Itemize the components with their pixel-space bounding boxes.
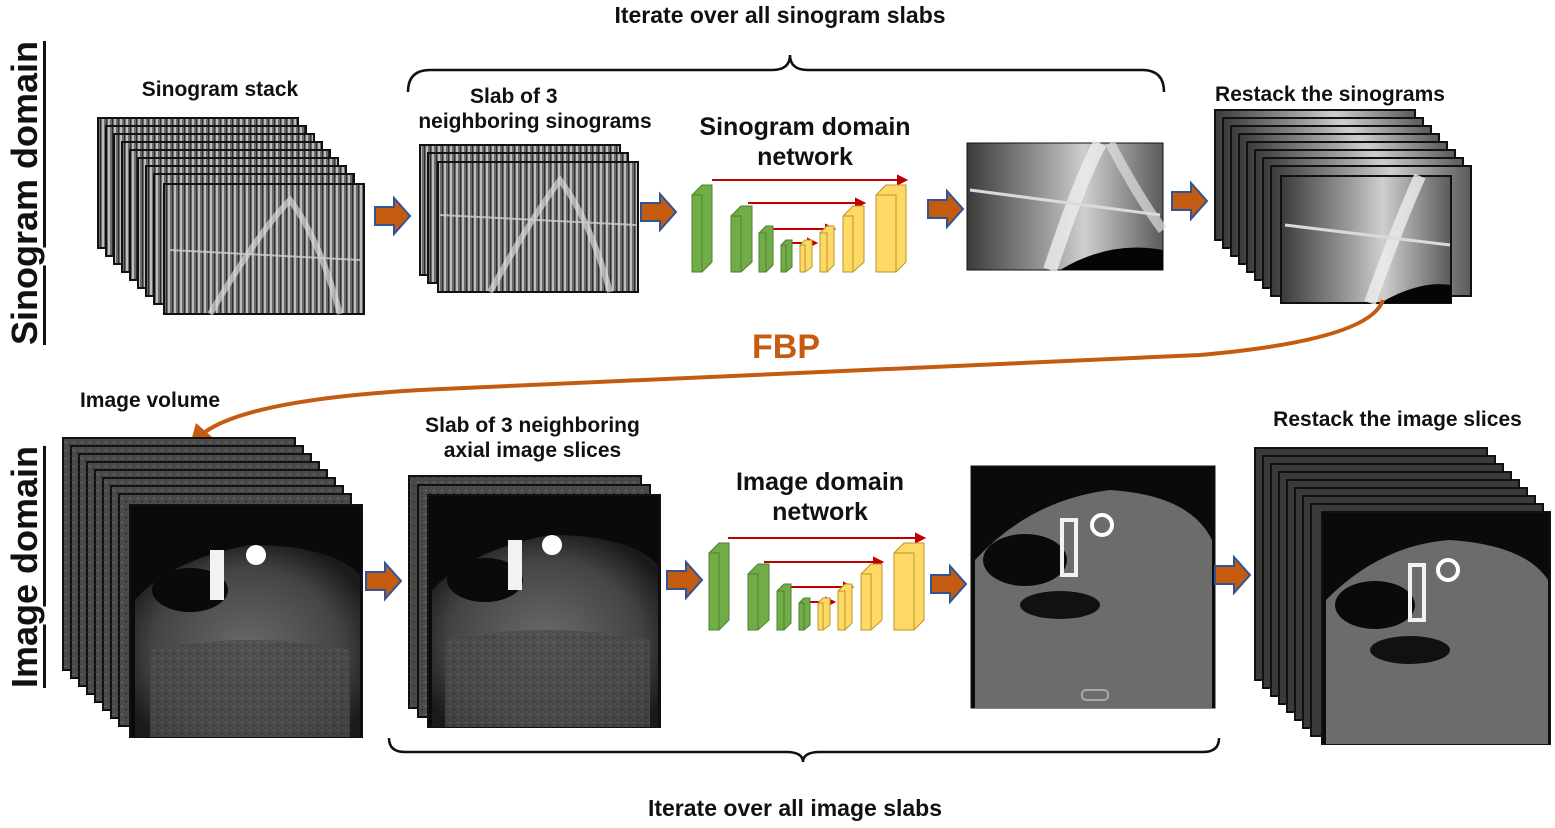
fbp-label: FBP [752,328,820,366]
restacked-sinograms [1214,109,1472,306]
block-arrow-icon [365,560,403,602]
block-arrow-icon [666,559,704,601]
sinogram-domain-label: Sinogram domain [4,40,45,345]
image-slab-label-line2: axial image slices [443,439,622,463]
block-arrow-icon [1171,180,1209,222]
block-arrow-icon [927,188,965,230]
image-slab-label: Slab of 3 neighboring axial image slices [395,413,670,463]
block-arrow-icon [930,563,968,605]
top-iterate-label: Iterate over all sinogram slabs [614,2,946,28]
top-iterate-brace [406,54,1166,93]
image-domain-label: Image domain [4,445,45,688]
restack-image-slices-label: Restack the image slices [1273,408,1522,431]
block-arrow-icon [1214,554,1252,596]
image-network-label-line2: network [772,498,868,526]
sinogram-slab-label-line2: neighboring sinograms [418,110,652,134]
image-network-label: Image domain network [690,467,950,527]
image-network-label-line1: Image domain [735,468,905,496]
block-arrow-icon [374,195,412,237]
image-slab-label-line1: Slab of 3 neighboring [425,414,640,437]
sinogram-network-label: Sinogram domain network [670,112,940,172]
sinogram-slab [419,144,639,294]
restacked-image-slices [1254,447,1551,745]
restack-sinograms-label: Restack the sinograms [1215,83,1445,106]
image-volume-stack [62,437,363,738]
sinogram-network-label-line1: Sinogram domain [699,113,911,141]
image-output [970,465,1216,709]
block-arrow-icon [640,191,678,233]
sinogram-unet-icon [691,174,909,273]
curved-arrow-icon [190,299,1385,445]
sinogram-stack [97,117,365,316]
sinogram-output [966,139,1167,273]
image-volume-label: Image volume [79,389,221,412]
image-unet-icon [708,532,927,631]
sinogram-slab-label-line1: Slab of 3 [470,85,558,108]
image-slab [408,475,661,728]
sinogram-slab-label: Slab of 3 neighboring sinograms [400,84,670,134]
sinogram-network-label-line2: network [757,143,853,171]
bottom-iterate-brace [387,737,1221,763]
bottom-iterate-label: Iterate over all image slabs [647,795,943,821]
sinogram-stack-label: Sinogram stack [141,78,299,101]
